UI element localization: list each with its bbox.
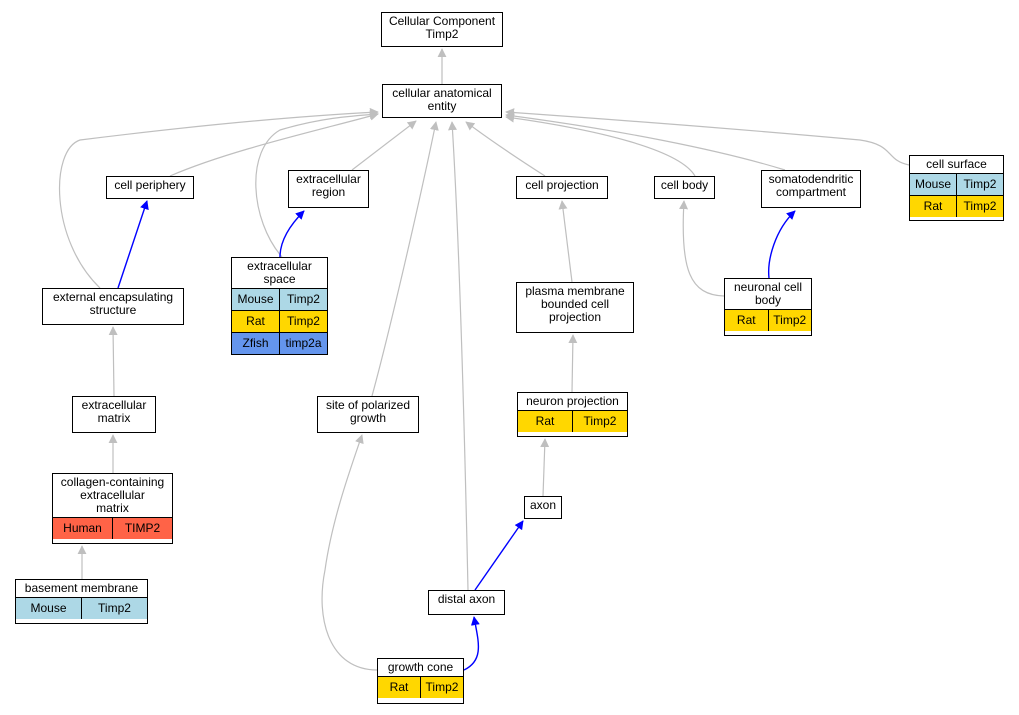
node-title: cellular anatomical entity xyxy=(392,86,492,113)
node-pmbcp[interactable]: plasma membrane bounded cell projection xyxy=(516,282,634,333)
annotation-row: Rat Timp2 xyxy=(232,310,327,332)
gene-cell: Timp2 xyxy=(81,598,147,619)
node-title: extracellular space xyxy=(247,259,312,286)
node-title: cell projection xyxy=(525,178,599,192)
edge-pmbcp-to-projection xyxy=(558,200,573,283)
node-title: collagen-containing extracellular matrix xyxy=(60,475,165,515)
node-title: neuron projection xyxy=(526,394,619,408)
edge-neuproj-to-pmbcp xyxy=(568,334,578,393)
node-distalaxon[interactable]: distal axon xyxy=(428,590,505,615)
species-cell: Rat xyxy=(246,314,265,328)
species-cell: Mouse xyxy=(30,601,67,615)
edge-growthcone-to-distalaxon xyxy=(463,616,480,671)
annotation-row: Rat Timp2 xyxy=(518,410,627,432)
node-title: extracellular region xyxy=(296,172,361,199)
node-periphery[interactable]: cell periphery xyxy=(106,176,194,199)
edge-surface-to-cae xyxy=(505,108,910,166)
node-root[interactable]: Cellular Component Timp2 xyxy=(381,12,503,47)
gene-cell: Timp2 xyxy=(767,310,812,331)
node-title: external encapsulating structure xyxy=(52,290,174,317)
annotation-row: Mouse Timp2 xyxy=(16,597,147,619)
annotation-row: Rat Timp2 xyxy=(725,309,811,331)
node-cellbody[interactable]: cell body xyxy=(654,176,715,199)
species-cell: Mouse xyxy=(237,292,274,306)
node-title: cell body xyxy=(660,178,709,192)
gene-cell: Timp2 xyxy=(279,289,327,310)
edge-axon-to-neuproj xyxy=(540,438,550,497)
edge-extencap-to-periphery xyxy=(117,200,149,289)
node-collagen[interactable]: collagen-containing extracellular matrix… xyxy=(52,473,173,544)
edge-somato-to-cae xyxy=(505,111,786,171)
node-title: Cellular Component Timp2 xyxy=(388,14,496,41)
node-title: neuronal cell body xyxy=(733,280,803,307)
node-title: somatodendritic compartment xyxy=(768,172,854,199)
edge-ncbody-to-somato xyxy=(768,210,796,279)
edge-polgrowth-to-cae xyxy=(371,121,439,397)
species-cell: Mouse xyxy=(914,177,952,191)
node-title: cell surface xyxy=(926,157,987,171)
gene-cell: Timp2 xyxy=(279,311,327,332)
annotation-row: Human TIMP2 xyxy=(53,517,172,539)
edge-distalaxon-to-cae xyxy=(448,121,469,591)
node-title: extracellular matrix xyxy=(81,398,147,425)
edge-distalaxon-to-axon xyxy=(474,520,524,591)
gene-cell: timp2a xyxy=(279,333,327,354)
edge-growthcone-to-polgrowth xyxy=(321,434,378,671)
node-ecregion[interactable]: extracellular region xyxy=(288,170,369,208)
node-ecmatrix[interactable]: extracellular matrix xyxy=(72,396,156,433)
gene-cell: Timp2 xyxy=(956,196,1003,217)
species-cell: Rat xyxy=(923,199,943,213)
annotation-row: Mouse Timp2 xyxy=(910,173,1003,195)
edge-ecspace-to-cae xyxy=(255,110,379,258)
species-cell: Zfish xyxy=(242,336,269,350)
edge-extencap-to-cae xyxy=(58,107,379,289)
edge-ncbody-to-cellbody xyxy=(679,200,725,297)
node-title: plasma membrane bounded cell projection xyxy=(525,284,625,324)
node-axon[interactable]: axon xyxy=(524,496,562,519)
gene-cell: Timp2 xyxy=(572,411,627,432)
node-title: axon xyxy=(529,498,557,512)
annotation-row: Rat Timp2 xyxy=(910,195,1003,217)
node-cae[interactable]: cellular anatomical entity xyxy=(382,84,502,118)
gene-cell: TIMP2 xyxy=(112,518,172,539)
node-title: cell periphery xyxy=(114,178,186,192)
gene-cell: Timp2 xyxy=(420,677,463,698)
node-title: distal axon xyxy=(437,592,496,606)
edge-ecmatrix-to-extencap xyxy=(108,326,118,397)
node-extencap[interactable]: external encapsulating structure xyxy=(42,288,184,325)
annotation-row: Rat Timp2 xyxy=(378,676,463,698)
gene-cell: Timp2 xyxy=(956,174,1003,195)
node-projection[interactable]: cell projection xyxy=(516,176,608,199)
annotation-row: Mouse Timp2 xyxy=(232,288,327,310)
species-cell: Human xyxy=(63,521,102,535)
edge-periphery-to-cae xyxy=(169,111,379,177)
node-title: growth cone xyxy=(387,660,454,674)
edge-ecregion-to-cae xyxy=(351,120,417,171)
species-cell: Rat xyxy=(535,414,555,428)
node-title: site of polarized growth xyxy=(325,398,411,425)
node-somato[interactable]: somatodendritic compartment xyxy=(761,170,861,208)
edge-projection-to-cae xyxy=(465,121,546,177)
species-cell: Rat xyxy=(389,680,409,694)
edge-cellbody-to-cae xyxy=(505,113,696,177)
node-polgrowth[interactable]: site of polarized growth xyxy=(317,396,419,433)
species-cell: Rat xyxy=(736,313,756,327)
annotation-row: Zfish timp2a xyxy=(232,332,327,354)
edge-ecspace-to-ecregion xyxy=(279,210,305,258)
node-title: basement membrane xyxy=(24,581,139,595)
